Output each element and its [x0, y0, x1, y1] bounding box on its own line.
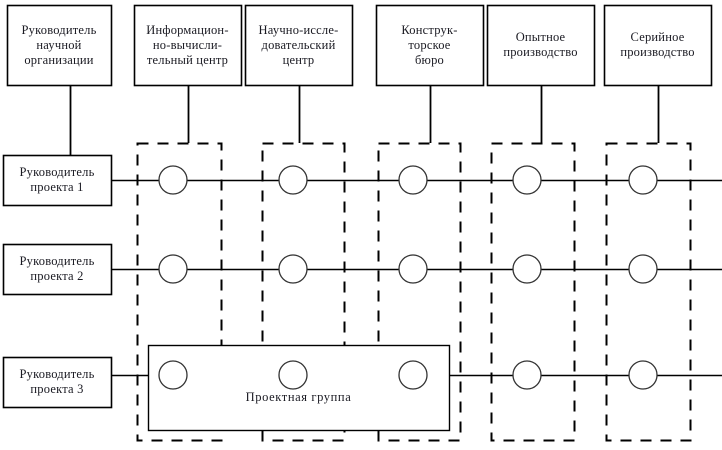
node-circle-r3-c3[interactable] [398, 360, 428, 390]
node-circle-r2-c4[interactable] [512, 254, 542, 284]
node-circle-r1-c3[interactable] [398, 165, 428, 195]
node-circle-r3-c2[interactable] [278, 360, 308, 390]
node-circles-group [158, 165, 658, 390]
serial-production-outline[interactable] [603, 4, 713, 87]
dashed-columns-group [136, 142, 692, 442]
node-circle-r2-c3[interactable] [398, 254, 428, 284]
head-of-organization-outline[interactable] [6, 4, 113, 87]
node-circle-r2-c5[interactable] [628, 254, 658, 284]
node-circle-r1-c2[interactable] [278, 165, 308, 195]
project-manager-1-outline[interactable] [2, 154, 113, 207]
project-manager-3-outline[interactable] [2, 356, 113, 409]
column-serial-production [605, 142, 692, 442]
vertical-connectors-group [69, 85, 660, 180]
node-circle-r1-c1[interactable] [158, 165, 188, 195]
column-design-bureau [377, 142, 462, 442]
node-circle-r1-c4[interactable] [512, 165, 542, 195]
node-circle-r2-c2[interactable] [278, 254, 308, 284]
column-information-computing-center [136, 142, 223, 442]
research-center-outline[interactable] [244, 4, 354, 87]
node-circle-r3-c5[interactable] [628, 360, 658, 390]
column-pilot-production [490, 142, 576, 442]
design-bureau-outline[interactable] [375, 4, 485, 87]
column-research-center [261, 142, 346, 442]
node-circle-r1-c5[interactable] [628, 165, 658, 195]
node-circle-r3-c1[interactable] [158, 360, 188, 390]
boxes-outline-group [2, 4, 713, 409]
information-computing-center-outline[interactable] [133, 4, 243, 87]
pilot-production-outline[interactable] [486, 4, 596, 87]
node-circle-r3-c4[interactable] [512, 360, 542, 390]
project-manager-2-outline[interactable] [2, 243, 113, 296]
node-circle-r2-c1[interactable] [158, 254, 188, 284]
